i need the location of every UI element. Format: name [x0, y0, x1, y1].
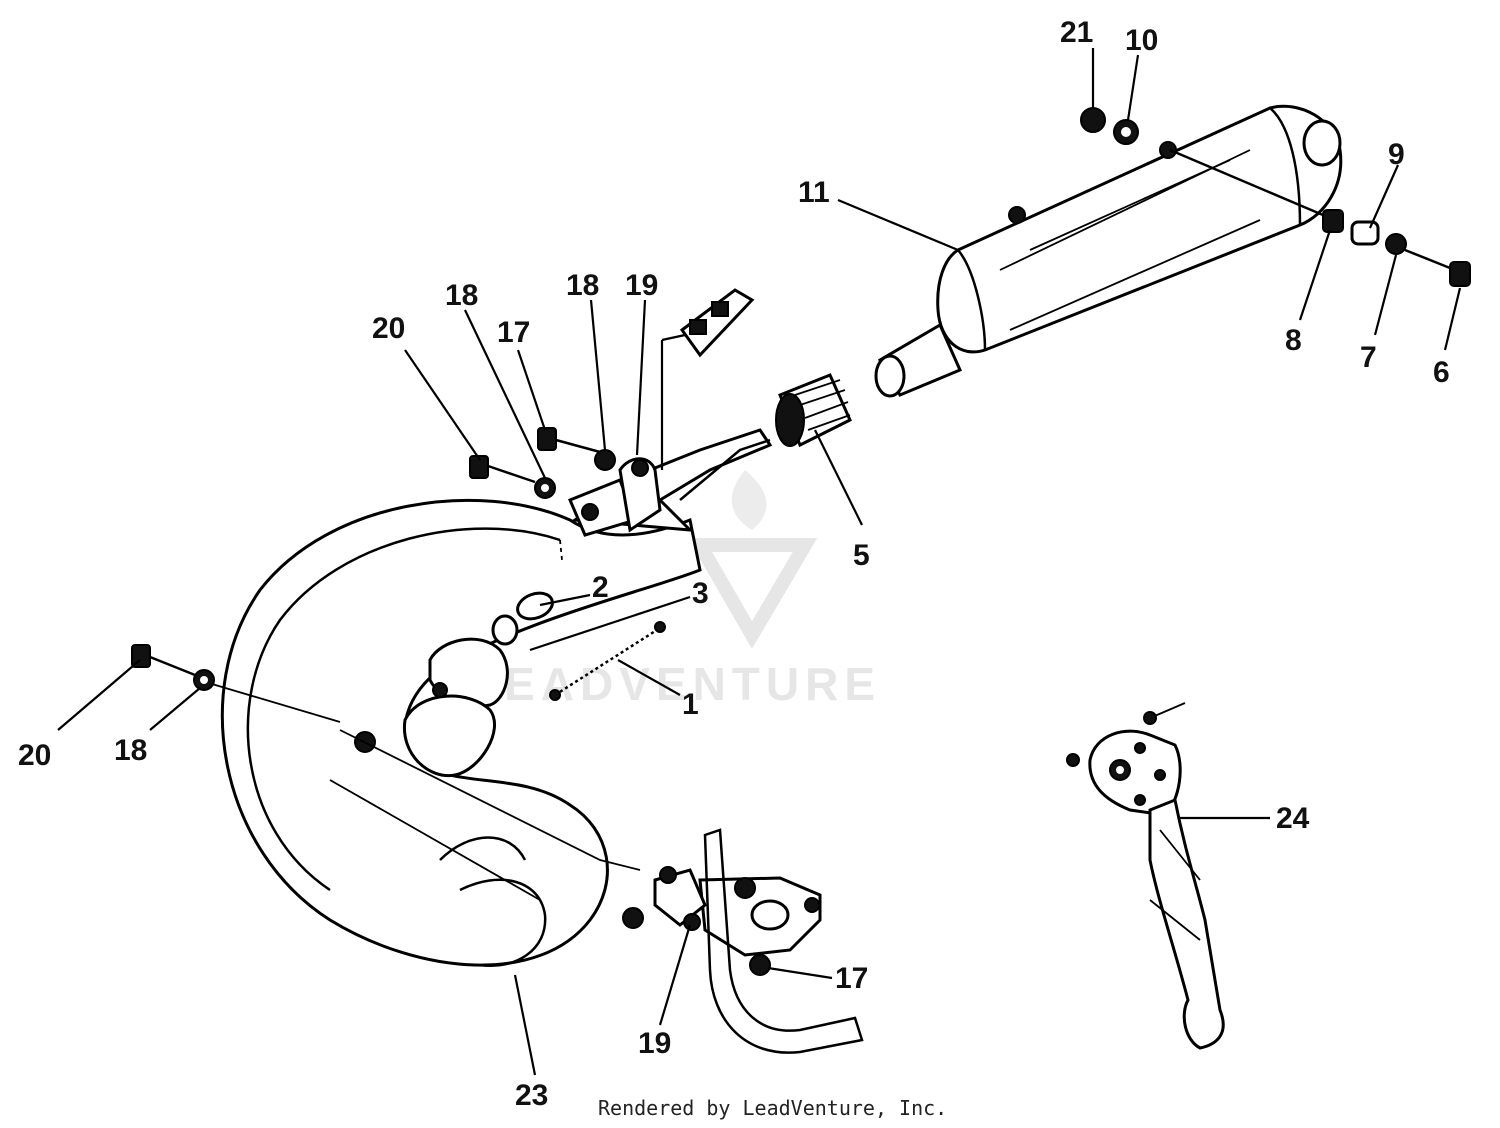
muffler-silencer	[874, 104, 1343, 398]
muffler-mount-fasteners	[1169, 148, 1471, 287]
callout-20-left: 20	[18, 739, 51, 772]
callout-23: 23	[515, 1079, 548, 1112]
callout-6: 6	[1433, 356, 1450, 389]
part-24-bracket	[1066, 702, 1225, 1050]
render-credit: Rendered by LeadVenture, Inc.	[598, 1096, 947, 1120]
callout-labels: 21 10 11 9 8 7 6 20 18 17 18 19 5 2 3 1 …	[18, 16, 1450, 1112]
callout-17-bottom: 17	[835, 962, 868, 995]
lower-mount-bracket	[622, 828, 864, 1054]
callout-8-right: 8	[1285, 324, 1302, 357]
callout-11: 11	[798, 176, 830, 209]
callout-18-left: 18	[114, 734, 147, 767]
callout-20-top: 20	[372, 312, 405, 345]
callout-19-top: 19	[625, 269, 658, 302]
callout-19-bottom: 19	[638, 1027, 671, 1060]
header-bracket	[679, 288, 755, 358]
callout-17-top: 17	[497, 316, 530, 349]
callout-3: 3	[692, 577, 709, 610]
callout-18-top-right: 18	[566, 269, 599, 302]
upper-mount-fasteners	[469, 427, 662, 537]
spring-1	[549, 621, 666, 701]
leadventure-watermark: LEADVENTURE	[470, 470, 881, 710]
callout-1: 1	[682, 688, 699, 721]
callout-21: 21	[1060, 16, 1093, 49]
callout-24: 24	[1276, 802, 1310, 835]
callout-10: 10	[1125, 24, 1158, 57]
callout-18-top-left: 18	[445, 279, 478, 312]
callout-9: 9	[1388, 138, 1405, 171]
leader-lines	[57, 48, 1462, 1076]
watermark-text: LEADVENTURE	[470, 658, 881, 710]
callout-5: 5	[853, 539, 870, 572]
callout-2: 2	[592, 571, 609, 604]
coupler-spring	[775, 373, 852, 448]
top-nuts	[1080, 107, 1139, 145]
callout-7: 7	[1360, 341, 1377, 374]
left-mount-fasteners	[131, 644, 341, 723]
